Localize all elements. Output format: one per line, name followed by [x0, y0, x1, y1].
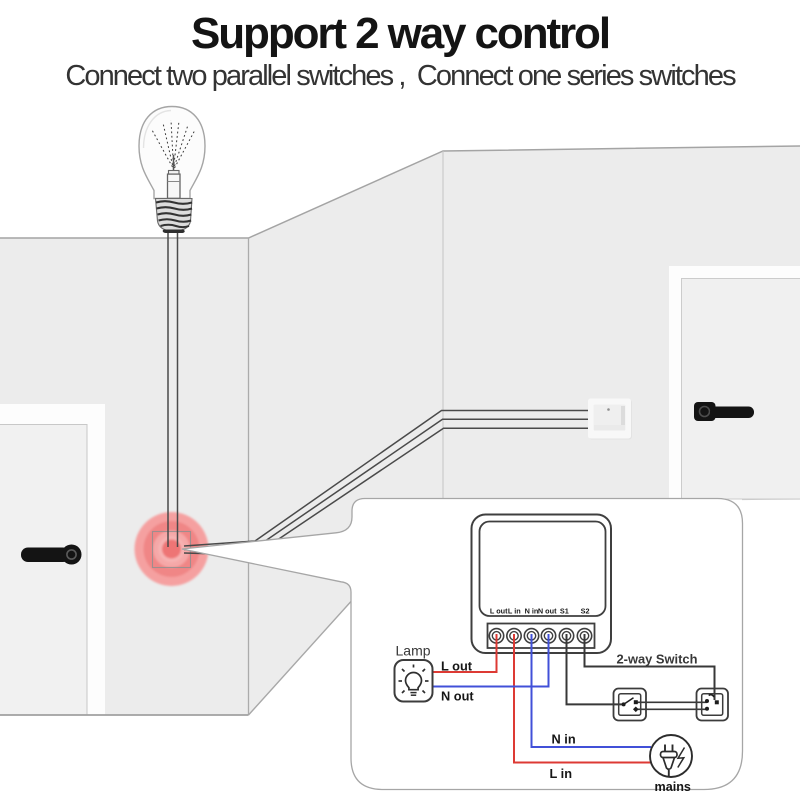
svg-text:L in: L in: [508, 607, 521, 616]
svg-text:N out: N out: [441, 689, 474, 704]
svg-text:N in: N in: [552, 732, 576, 747]
svg-text:L out: L out: [490, 607, 508, 616]
svg-text:N in: N in: [525, 607, 539, 616]
svg-text:S1: S1: [560, 607, 569, 616]
svg-text:2-way Switch: 2-way Switch: [617, 652, 698, 667]
svg-text:S2: S2: [581, 607, 590, 616]
svg-text:L out: L out: [441, 659, 473, 674]
svg-text:Lamp: Lamp: [396, 643, 431, 659]
svg-text:L in: L in: [550, 766, 573, 781]
svg-text:mains: mains: [655, 780, 691, 794]
svg-text:N out: N out: [538, 607, 557, 616]
